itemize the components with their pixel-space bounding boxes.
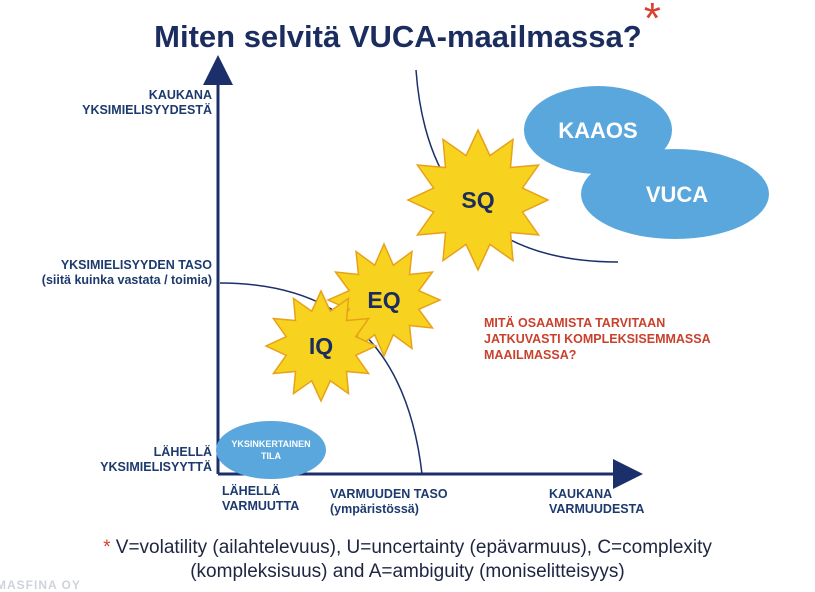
y-low-line-1: LÄHELLÄ [153,445,212,459]
question-line-2: JATKUVASTI KOMPLEKSISEMMASSA [484,332,711,346]
y-axis-low-label: LÄHELLÄ YKSIMIELISYYTTÄ [100,445,212,475]
sq-star [406,128,550,272]
simple-state-label-2: TILA [261,451,281,461]
x-mid-line-1: VARMUUDEN TASO [330,487,448,501]
y-low-line-2: YKSIMIELISYYTTÄ [100,460,212,474]
footnote-line-1: * V=volatility (ailahtelevuus), U=uncert… [0,536,815,560]
sq-label: SQ [461,187,494,213]
x-right-line-2: VARMUUDESTA [549,502,645,516]
vuca-label: VUCA [646,182,708,207]
y-axis-top-label: KAUKANA YKSIMIELISYYDESTÄ [82,88,212,118]
question-text: MITÄ OSAAMISTA TARVITAAN JATKUVASTI KOMP… [484,315,711,363]
x-axis-right-label: KAUKANA VARMUUDESTA [549,487,644,517]
footnote-text-1: V=volatility (ailahtelevuus), U=uncertai… [110,537,712,558]
x-left-line-2: VARMUUTTA [222,499,300,513]
x-axis-mid-label: VARMUUDEN TASO (ympäristössä) [330,487,448,517]
title-text: Miten selvitä VUCA-maailmassa? [154,19,642,54]
y-top-line-2: YKSIMIELISYYDESTÄ [82,103,212,117]
y-top-line-1: KAUKANA [148,88,212,102]
y-mid-line-2: (siitä kuinka vastata / toimia) [41,273,212,287]
x-axis-left-label: LÄHELLÄ VARMUUTTA [222,484,299,514]
eq-label: EQ [367,287,400,313]
y-mid-line-1: YKSIMIELISYYDEN TASO [60,258,212,272]
question-line-3: MAAILMASSA? [484,348,577,362]
footnote-asterisk: * [103,537,111,558]
title-asterisk: * [643,0,661,43]
x-mid-line-2: (ympäristössä) [330,502,419,516]
x-right-line-1: KAUKANA [549,487,613,501]
simple-state-label-1: YKSINKERTAINEN [231,439,310,449]
question-line-1: MITÄ OSAAMISTA TARVITAAN [484,316,666,330]
kaaos-label: KAAOS [558,118,637,143]
watermark: MASFINA OY [0,578,81,592]
iq-label: IQ [309,333,333,359]
page-title: Miten selvitä VUCA-maailmassa?* [0,0,815,58]
footnote: * V=volatility (ailahtelevuus), U=uncert… [0,536,815,584]
x-left-line-1: LÄHELLÄ [222,484,281,498]
kaaos-ellipse [524,86,672,174]
eq-star [326,242,442,358]
footnote-text-2: (kompleksisuus) and A=ambiguity (monisel… [190,561,625,582]
iq-star [264,289,378,403]
y-axis-mid-label: YKSIMIELISYYDEN TASO (siitä kuinka vasta… [42,258,212,288]
simple-state-ellipse [216,421,326,479]
vuca-ellipse [581,149,769,239]
